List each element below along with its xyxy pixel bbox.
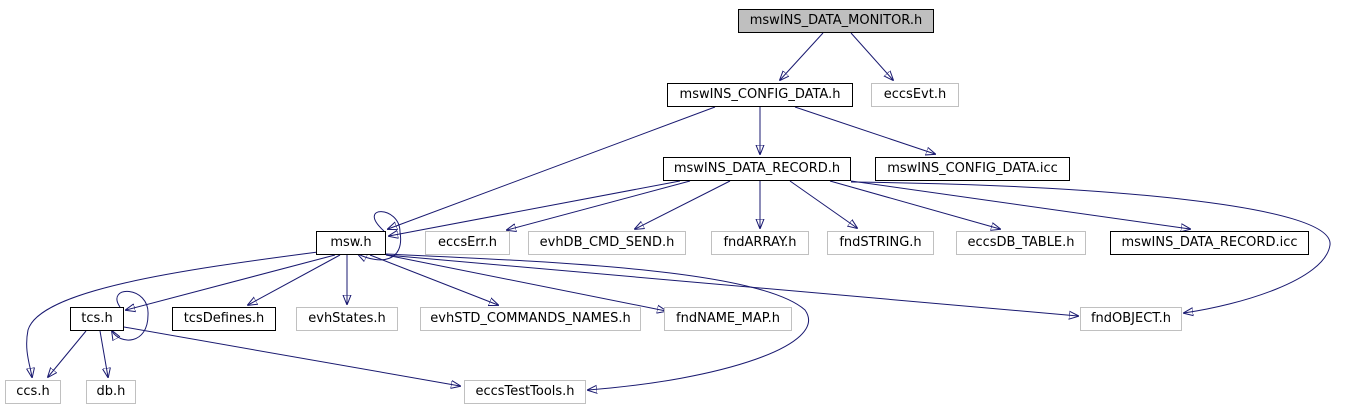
node-msw-ins-data-record-h[interactable]: mswINS_DATA_RECORD.h bbox=[663, 157, 851, 181]
edge-msw-to-msw bbox=[358, 211, 402, 260]
node-fnd-object-h[interactable]: fndOBJECT.h bbox=[1080, 307, 1182, 331]
edge-record-to-recordIcc bbox=[850, 180, 1190, 229]
node-tcs-defines-h[interactable]: tcsDefines.h bbox=[172, 307, 276, 331]
edge-msw-to-ccs bbox=[27, 251, 319, 377]
edge-record-to-fndObject bbox=[850, 181, 1331, 313]
edge-tcs-to-ccs bbox=[48, 330, 87, 377]
edge-record-to-eccsErr bbox=[507, 180, 691, 230]
node-msw-h[interactable]: msw.h bbox=[316, 231, 386, 255]
edge-msw-to-tcsDefines bbox=[248, 254, 341, 305]
node-fnd-name-map-h[interactable]: fndNAME_MAP.h bbox=[664, 307, 792, 331]
node-msw-ins-data-record-icc[interactable]: mswINS_DATA_RECORD.icc bbox=[1110, 231, 1309, 255]
node-evh-std-commands-names-h[interactable]: evhSTD_COMMANDS_NAMES.h bbox=[420, 307, 641, 331]
node-evh-db-cmd-send-h[interactable]: evhDB_CMD_SEND.h bbox=[528, 231, 686, 255]
edge-record-to-evhDbCmd bbox=[635, 180, 731, 229]
edge-tcs-to-eccsTestTools bbox=[123, 326, 460, 386]
edge-msw-to-evhStdCmd bbox=[369, 254, 498, 305]
edge-msw-to-fndNameMap bbox=[385, 254, 666, 311]
edge-config-to-msw bbox=[388, 106, 716, 229]
node-eccs-db-table-h[interactable]: eccsDB_TABLE.h bbox=[956, 231, 1086, 255]
node-msw-ins-config-data-icc[interactable]: mswINS_CONFIG_DATA.icc bbox=[875, 157, 1070, 181]
edge-msw-to-tcs bbox=[126, 254, 336, 310]
edge-config-to-configIcc bbox=[794, 106, 935, 154]
edge-monitor-to-config bbox=[780, 32, 824, 80]
edge-msw-to-eccsTestTools bbox=[385, 253, 809, 390]
node-tcs-h[interactable]: tcs.h bbox=[70, 307, 124, 331]
node-fnd-string-h[interactable]: fndSTRING.h bbox=[827, 231, 934, 255]
edge-record-to-msw bbox=[389, 180, 681, 236]
edge-monitor-to-eccsEvt bbox=[850, 32, 893, 80]
node-fnd-array-h[interactable]: fndARRAY.h bbox=[711, 231, 809, 255]
node-db-h[interactable]: db.h bbox=[86, 380, 136, 404]
edge-record-to-eccsDbTable bbox=[829, 180, 1000, 229]
node-evh-states-h[interactable]: evhStates.h bbox=[296, 307, 398, 331]
node-eccs-test-tools-h[interactable]: eccsTestTools.h bbox=[464, 380, 586, 404]
node-eccs-evt-h[interactable]: eccsEvt.h bbox=[871, 83, 959, 107]
node-msw-ins-config-data-h[interactable]: mswINS_CONFIG_DATA.h bbox=[667, 83, 853, 107]
edge-record-to-fndString bbox=[789, 180, 857, 228]
node-ccs-h[interactable]: ccs.h bbox=[5, 380, 61, 404]
edge-tcs-to-db bbox=[99, 330, 108, 377]
node-eccs-err-h[interactable]: eccsErr.h bbox=[425, 231, 510, 255]
edge-msw-to-fndObject bbox=[385, 254, 1078, 316]
edge-tcs-to-tcs bbox=[112, 290, 149, 340]
node-msw-ins-data-monitor-h[interactable]: mswINS_DATA_MONITOR.h bbox=[738, 9, 934, 33]
